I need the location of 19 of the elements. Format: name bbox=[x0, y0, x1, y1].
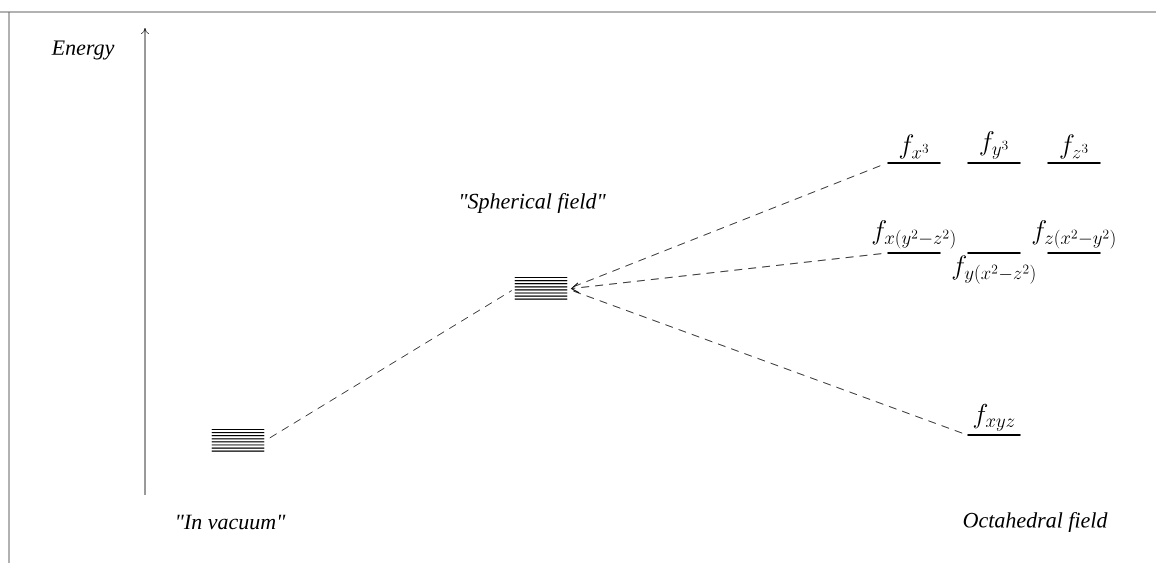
energy-level: $f_{z(x^2-y^2)}$ bbox=[1032, 220, 1115, 254]
column-label: "Spherical field" bbox=[461, 192, 606, 214]
node-label: $f_{z^3}$ bbox=[1060, 134, 1088, 159]
node-label: $f_{xyz}$ bbox=[973, 403, 1015, 431]
energy-level: $f_{y(x^2-z^2)}$ bbox=[952, 252, 1035, 284]
axis-label: Energy bbox=[51, 40, 115, 60]
energy-level: $f_{xyz}$ bbox=[967, 403, 1021, 436]
node-label: $f_{x^3}$ bbox=[899, 134, 929, 159]
energy-level-stack bbox=[514, 276, 568, 300]
connector-line bbox=[269, 290, 513, 439]
energy-level: $f_{y^3}$ bbox=[967, 131, 1021, 164]
column-label: "In vacuum" bbox=[177, 514, 286, 530]
energy-level: $f_{z^3}$ bbox=[1047, 134, 1101, 164]
node-label: $f_{y^3}$ bbox=[980, 131, 1008, 159]
column-label: Octahedral field bbox=[963, 511, 1108, 533]
connector-line bbox=[571, 253, 882, 294]
energy-level: $f_{x(y^2-z^2)}$ bbox=[872, 220, 955, 254]
energy-level-stack bbox=[211, 428, 265, 452]
energy-level: $f_{x^3}$ bbox=[887, 134, 941, 164]
